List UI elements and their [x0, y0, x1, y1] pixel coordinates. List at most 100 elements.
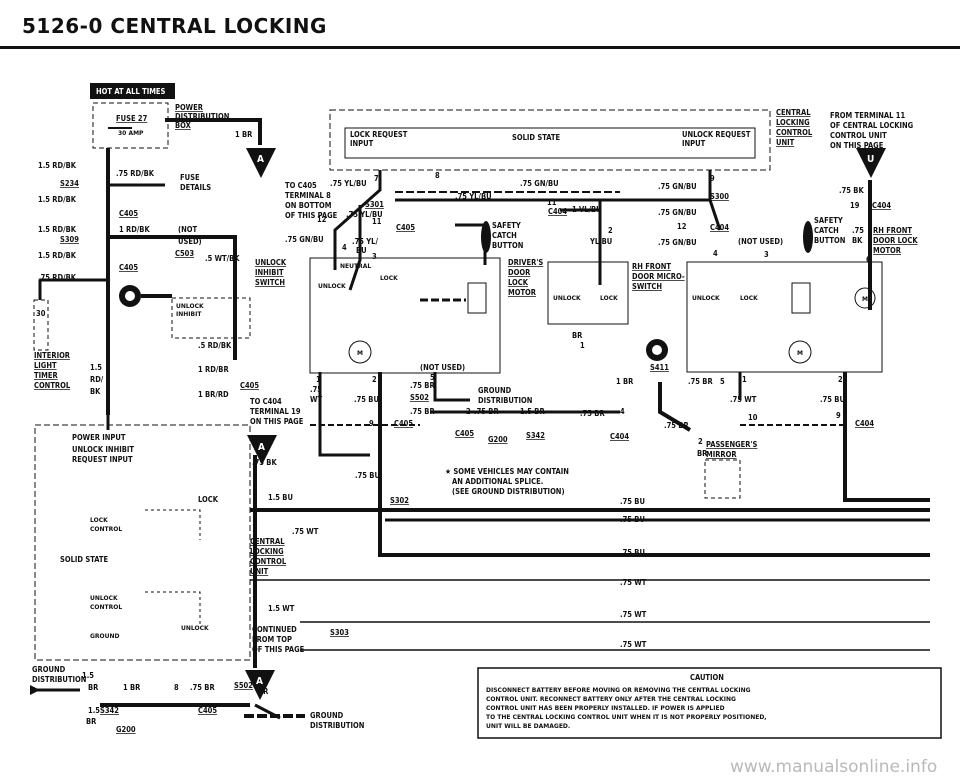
svg-text:TO C405: TO C405 [285, 181, 317, 190]
svg-text:SOLID STATE: SOLID STATE [60, 555, 108, 564]
svg-text:BK: BK [852, 236, 863, 245]
svg-text:LOCK: LOCK [90, 517, 108, 524]
svg-text:DRIVER'S: DRIVER'S [508, 258, 543, 267]
svg-text:1: 1 [316, 375, 321, 384]
svg-text:C503: C503 [175, 249, 194, 258]
svg-text:MOTOR: MOTOR [508, 288, 537, 297]
svg-text:TIMER: TIMER [34, 371, 58, 380]
svg-text:1 VL/BU: 1 VL/BU [572, 205, 602, 214]
svg-text:C404: C404 [710, 223, 729, 232]
svg-text:11: 11 [372, 217, 382, 226]
drivers-door-lock-motor: DRIVER'S DOOR LOCK MOTOR NEUTRAL LOCK UN… [309, 257, 543, 374]
svg-text:6: 6 [866, 255, 871, 264]
badge-label: HOT AT ALL TIMES [96, 87, 166, 96]
key-cylinder-icon [646, 339, 668, 361]
svg-text:CATCH: CATCH [492, 231, 517, 240]
svg-text:A: A [256, 676, 263, 687]
svg-text:C405: C405 [396, 223, 415, 232]
svg-text:.75: .75 [310, 385, 322, 394]
svg-text:(NOT: (NOT [178, 225, 197, 234]
svg-text:1 BR: 1 BR [616, 377, 634, 386]
svg-text:.75 BU: .75 BU [355, 471, 380, 480]
svg-text:CAUTION: CAUTION [690, 673, 724, 682]
svg-text:C405: C405 [240, 381, 259, 390]
safety-catch-left: SAFETY CATCH BUTTON [481, 221, 524, 253]
svg-text:UNIT: UNIT [776, 138, 795, 147]
svg-text:2: 2 [372, 375, 377, 384]
svg-text:S234: S234 [60, 179, 79, 188]
svg-text:30: 30 [36, 309, 46, 318]
svg-text:C405: C405 [455, 429, 474, 438]
svg-text:TERMINAL 8: TERMINAL 8 [285, 191, 331, 200]
power-label: POWER [175, 103, 204, 112]
svg-text:UNLOCK: UNLOCK [553, 295, 581, 302]
svg-text:UNLOCK: UNLOCK [692, 295, 720, 302]
svg-text:.75 YL/BU: .75 YL/BU [455, 192, 492, 201]
fuse-details-1: FUSE [180, 173, 200, 182]
svg-text:S342: S342 [100, 706, 119, 715]
svg-text:BUTTON: BUTTON [492, 241, 524, 250]
caution-box: CAUTION DISCONNECT BATTERY BEFORE MOVING… [477, 667, 942, 739]
svg-text:ON THIS PAGE: ON THIS PAGE [830, 141, 884, 150]
svg-text:11: 11 [547, 198, 557, 207]
svg-text:OF THIS PAGE: OF THIS PAGE [285, 211, 338, 220]
safety-catch-right: SAFETY CATCH BUTTON .75 BK RH FRONT DOOR… [803, 216, 918, 255]
svg-text:CENTRAL: CENTRAL [250, 537, 285, 546]
connector-a1: A [246, 148, 276, 178]
svg-text:S300: S300 [710, 192, 729, 201]
svg-text:1 RD/BK: 1 RD/BK [119, 225, 150, 234]
svg-text:3: 3 [372, 252, 377, 261]
svg-text:S502: S502 [234, 681, 253, 690]
svg-text:C404: C404 [548, 207, 567, 216]
svg-text:.75 GN/BU: .75 GN/BU [658, 182, 697, 191]
svg-text:.75 BK: .75 BK [839, 186, 864, 195]
svg-text:4: 4 [713, 249, 718, 258]
svg-text:LOCK: LOCK [740, 295, 758, 302]
fuse-name: FUSE 27 [116, 114, 148, 123]
svg-text:7: 7 [374, 174, 379, 183]
svg-text:BR: BR [86, 717, 97, 726]
svg-text:FROM TERMINAL 11: FROM TERMINAL 11 [830, 111, 905, 120]
svg-text:CONTROL: CONTROL [34, 381, 71, 390]
svg-text:INTERIOR: INTERIOR [34, 351, 71, 360]
rh-front-door-microswitch: RH FRONT DOOR MICRO- SWITCH UNLOCK LOCK [547, 261, 685, 325]
rh-front-door-lock-motor: UNLOCK LOCK M M [686, 261, 883, 373]
svg-text:S303: S303 [330, 628, 349, 637]
svg-text:TO THE CENTRAL LOCKING CONTROL: TO THE CENTRAL LOCKING CONTROL UNIT WHEN… [486, 714, 767, 721]
svg-text:A: A [258, 442, 265, 453]
svg-text:DOOR MICRO-: DOOR MICRO- [632, 272, 685, 281]
svg-text:SWITCH: SWITCH [632, 282, 662, 291]
svg-text:1 RD/BR: 1 RD/BR [198, 365, 229, 374]
svg-text:CONTROL: CONTROL [250, 557, 287, 566]
page-title: 5126-0 CENTRAL LOCKING [22, 14, 327, 38]
svg-text:INHIBIT: INHIBIT [176, 311, 202, 318]
svg-text:DISTRIBUTION: DISTRIBUTION [310, 721, 365, 730]
svg-text:1.5 BU: 1.5 BU [268, 493, 293, 502]
svg-text:M: M [357, 350, 363, 357]
svg-text:UNLOCK: UNLOCK [318, 283, 346, 290]
svg-text:CONTROL: CONTROL [776, 128, 813, 137]
svg-text:UNLOCK: UNLOCK [176, 303, 204, 310]
svg-text:USED): USED) [178, 237, 202, 246]
svg-text:4: 4 [342, 243, 347, 252]
svg-text:9: 9 [836, 411, 841, 420]
svg-text:UNLOCK: UNLOCK [181, 625, 209, 632]
svg-text:G200: G200 [488, 435, 508, 444]
svg-text:.75 GN/BU: .75 GN/BU [520, 179, 559, 188]
svg-text:MIRROR: MIRROR [706, 450, 737, 459]
svg-text:BUTTON: BUTTON [814, 236, 846, 245]
mid-wire-labels: .5 RD/BK 1 RD/BR C405 1 BR/RD TO C404 TE… [198, 341, 319, 613]
svg-text:(NOT USED): (NOT USED) [420, 363, 465, 372]
svg-text:CENTRAL: CENTRAL [776, 108, 811, 117]
svg-text:1: 1 [742, 375, 747, 384]
svg-text:1: 1 [580, 341, 585, 350]
svg-text:1.5 RD/BK: 1.5 RD/BK [38, 195, 77, 204]
svg-text:.75 BK: .75 BK [252, 458, 277, 467]
svg-text:BU: BU [356, 246, 367, 255]
svg-text:BR: BR [88, 683, 99, 692]
svg-text:4: 4 [620, 407, 625, 416]
svg-text:LOCK: LOCK [198, 495, 219, 504]
svg-text:C404: C404 [610, 432, 629, 441]
svg-text:SWITCH: SWITCH [255, 278, 285, 287]
svg-text:C404: C404 [872, 201, 891, 210]
